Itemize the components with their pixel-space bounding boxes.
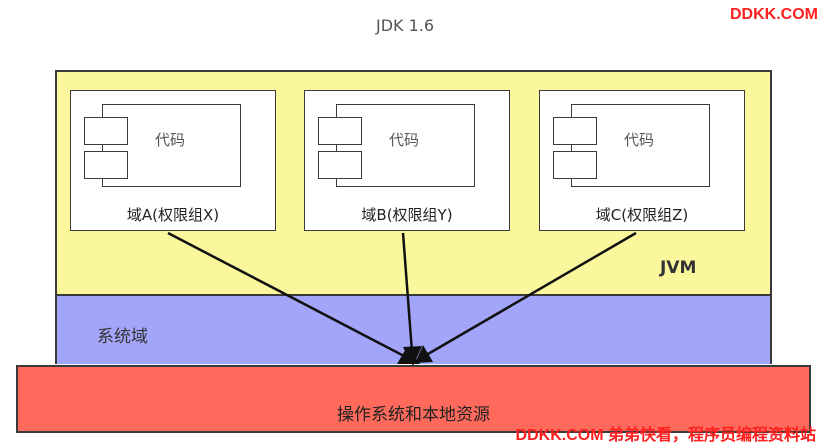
- domain-c-port-bottom: [553, 151, 597, 179]
- domain-a-code-label: 代码: [155, 131, 186, 149]
- domain-a-label: 域A(权限组X): [126, 206, 220, 224]
- watermark-top: DDKK.COM: [730, 6, 818, 23]
- os-resources-box: [16, 365, 811, 433]
- diagram-title: JDK 1.6: [375, 16, 435, 35]
- domain-c-port-top: [553, 117, 597, 145]
- domain-b-port-top: [318, 117, 362, 145]
- arrowhead-domain-c: [415, 345, 433, 363]
- domain-a-port-bottom: [84, 151, 128, 179]
- domain-c-label: 域C(权限组Z): [595, 206, 689, 224]
- system-domain-label: 系统域: [97, 327, 148, 347]
- watermark-bottom: DDKK.COM 弟弟快看，程序员编程资料站: [515, 427, 816, 444]
- jvm-label: JVM: [660, 258, 697, 278]
- domain-b-label: 域B(权限组Y): [361, 206, 453, 224]
- domain-a-port-top: [84, 117, 128, 145]
- domain-c-code-label: 代码: [624, 131, 655, 149]
- os-resources-label: 操作系统和本地资源: [337, 405, 490, 425]
- domain-b-code-label: 代码: [389, 131, 420, 149]
- arrow-domain-b: [401, 232, 414, 353]
- arrow-domain-a: [167, 231, 405, 358]
- arrow-domain-c: [427, 231, 637, 356]
- domain-b-port-bottom: [318, 151, 362, 179]
- arrowhead-domain-b: [403, 346, 422, 366]
